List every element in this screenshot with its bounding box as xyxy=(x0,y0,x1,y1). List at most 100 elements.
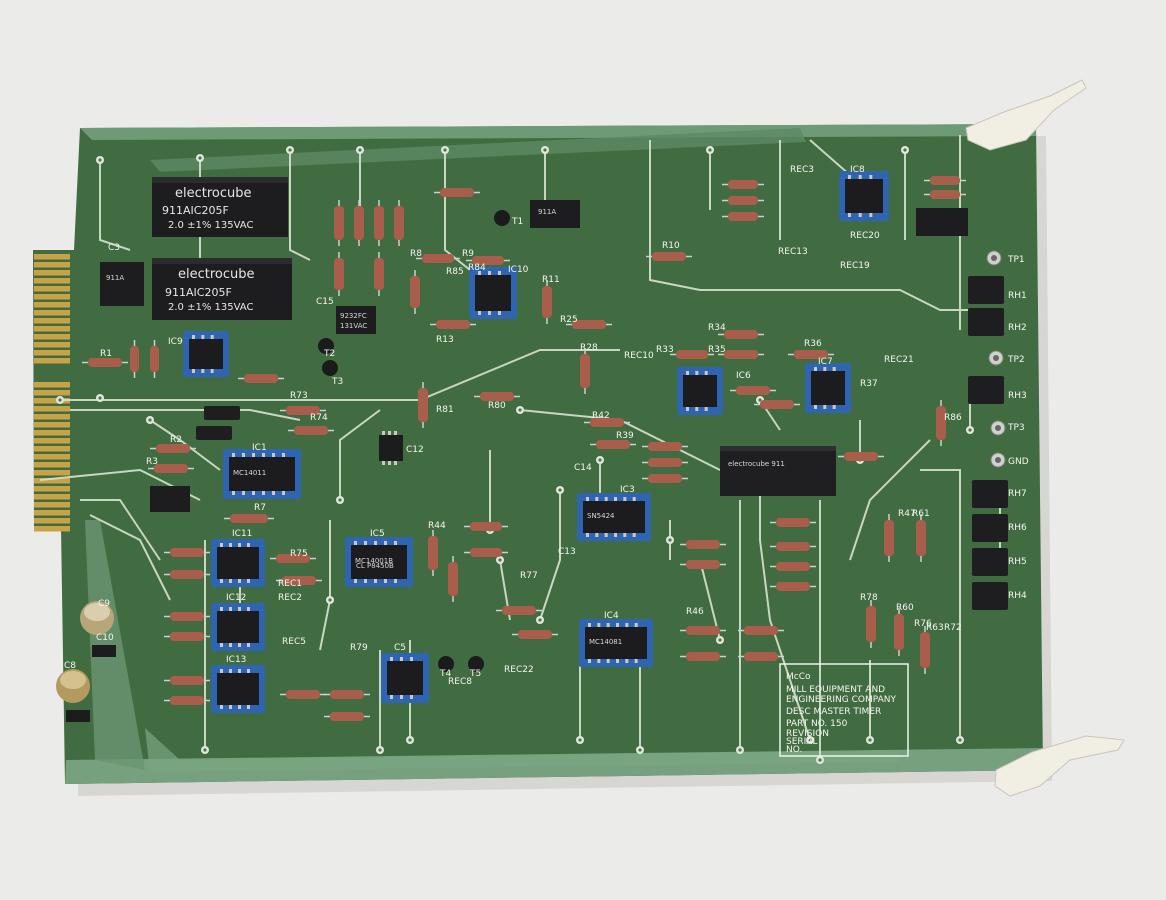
ic-pin xyxy=(623,533,627,537)
via-hole xyxy=(958,738,962,742)
small-cap-c3: 911A xyxy=(100,262,144,306)
ic-pin xyxy=(858,213,862,217)
silkscreen-label: R13 xyxy=(436,335,454,345)
resistor xyxy=(280,406,326,415)
title-serial: SERIAL xyxy=(786,737,817,747)
small-cap-ic7 xyxy=(916,208,968,236)
ic-pin xyxy=(272,453,275,457)
resistor-body xyxy=(286,690,320,699)
silkscreen-label: IC4 xyxy=(604,611,619,621)
cap-c10 xyxy=(92,645,116,657)
resistor-body xyxy=(572,320,606,329)
gold-finger xyxy=(34,326,70,332)
silkscreen-label: REC2 xyxy=(278,593,302,603)
gold-finger xyxy=(34,502,70,508)
resistor-body xyxy=(334,206,344,240)
cap-c8-body xyxy=(66,710,90,722)
ic-pin xyxy=(869,213,873,217)
silkscreen-label: REC5 xyxy=(282,637,306,647)
socketed-ic: MC14001B xyxy=(345,537,413,587)
module-c5: electrocube 911 xyxy=(720,446,836,496)
resistor xyxy=(354,200,364,246)
ic-pin xyxy=(252,453,255,457)
ic-body xyxy=(811,371,845,405)
resistor-body xyxy=(282,576,316,585)
silkscreen-label: REC1 xyxy=(278,579,302,589)
ic-pin xyxy=(848,213,851,217)
ic-pin xyxy=(354,541,357,545)
silkscreen-label: R1 xyxy=(100,349,112,359)
ic-pin xyxy=(192,335,195,339)
ic-pin xyxy=(384,579,387,583)
ic-pin xyxy=(478,311,481,315)
ic-pin xyxy=(229,607,232,611)
ic-body xyxy=(217,673,259,705)
ic-pin xyxy=(201,335,205,339)
ic-pin xyxy=(410,695,413,699)
gold-finger xyxy=(34,302,70,308)
gold-finger xyxy=(34,286,70,292)
ic-pin xyxy=(400,657,403,661)
gold-finger xyxy=(34,478,70,484)
relay-block xyxy=(972,582,1008,610)
ic-pin xyxy=(354,579,357,583)
resistor xyxy=(722,180,764,189)
resistor-body xyxy=(760,400,794,409)
resistor xyxy=(718,330,764,339)
resistor xyxy=(642,442,688,451)
ic-pin xyxy=(238,543,241,547)
resistor xyxy=(754,400,800,409)
resistor-body xyxy=(648,458,682,467)
resistor-body xyxy=(330,690,364,699)
silkscreen-label: IC8 xyxy=(850,165,865,175)
resistor xyxy=(642,474,688,483)
resistor-body xyxy=(170,632,204,641)
via-hole xyxy=(668,538,672,542)
resistor xyxy=(164,696,210,705)
silkscreen-label: R76 xyxy=(914,619,932,629)
resistor xyxy=(148,464,194,473)
small-cap-left xyxy=(150,486,190,512)
ic-pin xyxy=(210,369,214,373)
silkscreen-label: R86 xyxy=(944,413,962,423)
film-capacitor-2: electrocube 911AIC205F 2.0 ±1% 135VAC xyxy=(152,258,292,320)
ic-pin xyxy=(597,623,601,627)
ic-body xyxy=(217,547,259,579)
cap2-rating: 2.0 ±1% 135VAC xyxy=(168,302,253,313)
ic-pin xyxy=(588,659,591,663)
resistor xyxy=(566,320,612,329)
via-hole xyxy=(558,488,562,492)
small-cap-t1-mark: 911A xyxy=(538,208,556,216)
via-hole xyxy=(518,408,522,412)
silkscreen-label: REC10 xyxy=(624,351,654,361)
small-cap-c15-mark2: 131VAC xyxy=(340,322,367,330)
relay-block xyxy=(968,308,1004,336)
resistor-body xyxy=(580,354,590,388)
resistor-body xyxy=(920,632,930,668)
test-point-center xyxy=(995,425,1001,431)
resistor-body xyxy=(590,418,624,427)
silkscreen-label: REC13 xyxy=(778,247,808,257)
gold-finger xyxy=(34,318,70,324)
title-company-2: ENGINEERING COMPANY xyxy=(786,695,897,705)
silkscreen-label: REC20 xyxy=(850,231,880,241)
ic-pin xyxy=(390,657,393,661)
silkscreen-label: T2 xyxy=(323,349,335,359)
ic-pin xyxy=(634,623,638,627)
resistor-body xyxy=(170,612,204,621)
resistor xyxy=(276,576,322,585)
ic-pin xyxy=(232,491,235,495)
resistor xyxy=(924,176,966,185)
ic-pin xyxy=(247,543,250,547)
resistor xyxy=(590,440,636,449)
resistor-body xyxy=(480,392,514,401)
resistor xyxy=(680,560,726,569)
ic-pin xyxy=(498,311,501,315)
via-hole xyxy=(288,148,292,152)
resistor-body xyxy=(936,406,946,440)
gold-finger xyxy=(34,278,70,284)
relay-block xyxy=(968,276,1004,304)
resistor-body xyxy=(686,652,720,661)
ic-pin xyxy=(229,669,232,673)
